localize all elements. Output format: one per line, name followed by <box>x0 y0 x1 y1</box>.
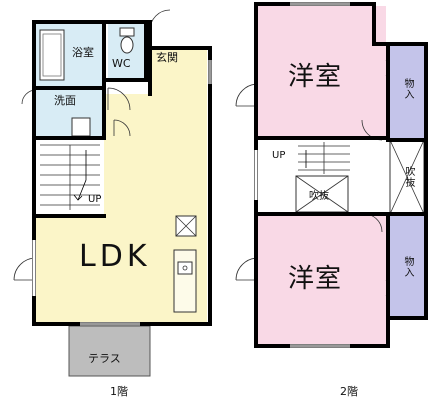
entrance-label: 玄関 <box>156 51 178 64</box>
entrance-fill <box>150 48 207 94</box>
floor-2-plan <box>235 2 428 348</box>
western-top-fill <box>258 6 386 136</box>
void-right-label: 吹抜 <box>403 166 414 188</box>
washroom-label: 洗面 <box>54 94 76 107</box>
stairs-up-2-label: UP <box>272 150 286 161</box>
western-bottom-label: 洋室 <box>288 264 343 294</box>
closet-bottom-fill <box>390 216 424 316</box>
stairs-2 <box>298 142 350 174</box>
kitchen-counter <box>173 215 197 313</box>
walls-1 <box>32 20 212 326</box>
toilet <box>119 27 135 54</box>
ldk-label: LDK <box>79 239 151 274</box>
western-bottom-fill <box>258 216 386 344</box>
floor-1-plan <box>13 9 212 377</box>
closet-top-label: 物入 <box>402 78 413 100</box>
western-top-label: 洋室 <box>288 62 343 92</box>
wc-label: WC <box>112 57 131 70</box>
closet-top-fill <box>390 46 424 138</box>
void-center-label: 吹抜 <box>309 191 329 202</box>
washroom-fill <box>36 88 104 138</box>
floor-1-caption: 1階 <box>110 385 128 398</box>
terrace-fill <box>68 325 151 377</box>
stairs-1 <box>40 144 100 210</box>
floor-2-caption: 2階 <box>340 385 358 398</box>
terrace-label: テラス <box>88 352 121 365</box>
bathtub <box>39 29 65 81</box>
washbasin <box>71 117 91 137</box>
closet-bottom-label: 物入 <box>402 256 413 278</box>
bath-label: 浴室 <box>72 46 94 59</box>
stairs-up-1-label: UP <box>88 194 102 205</box>
